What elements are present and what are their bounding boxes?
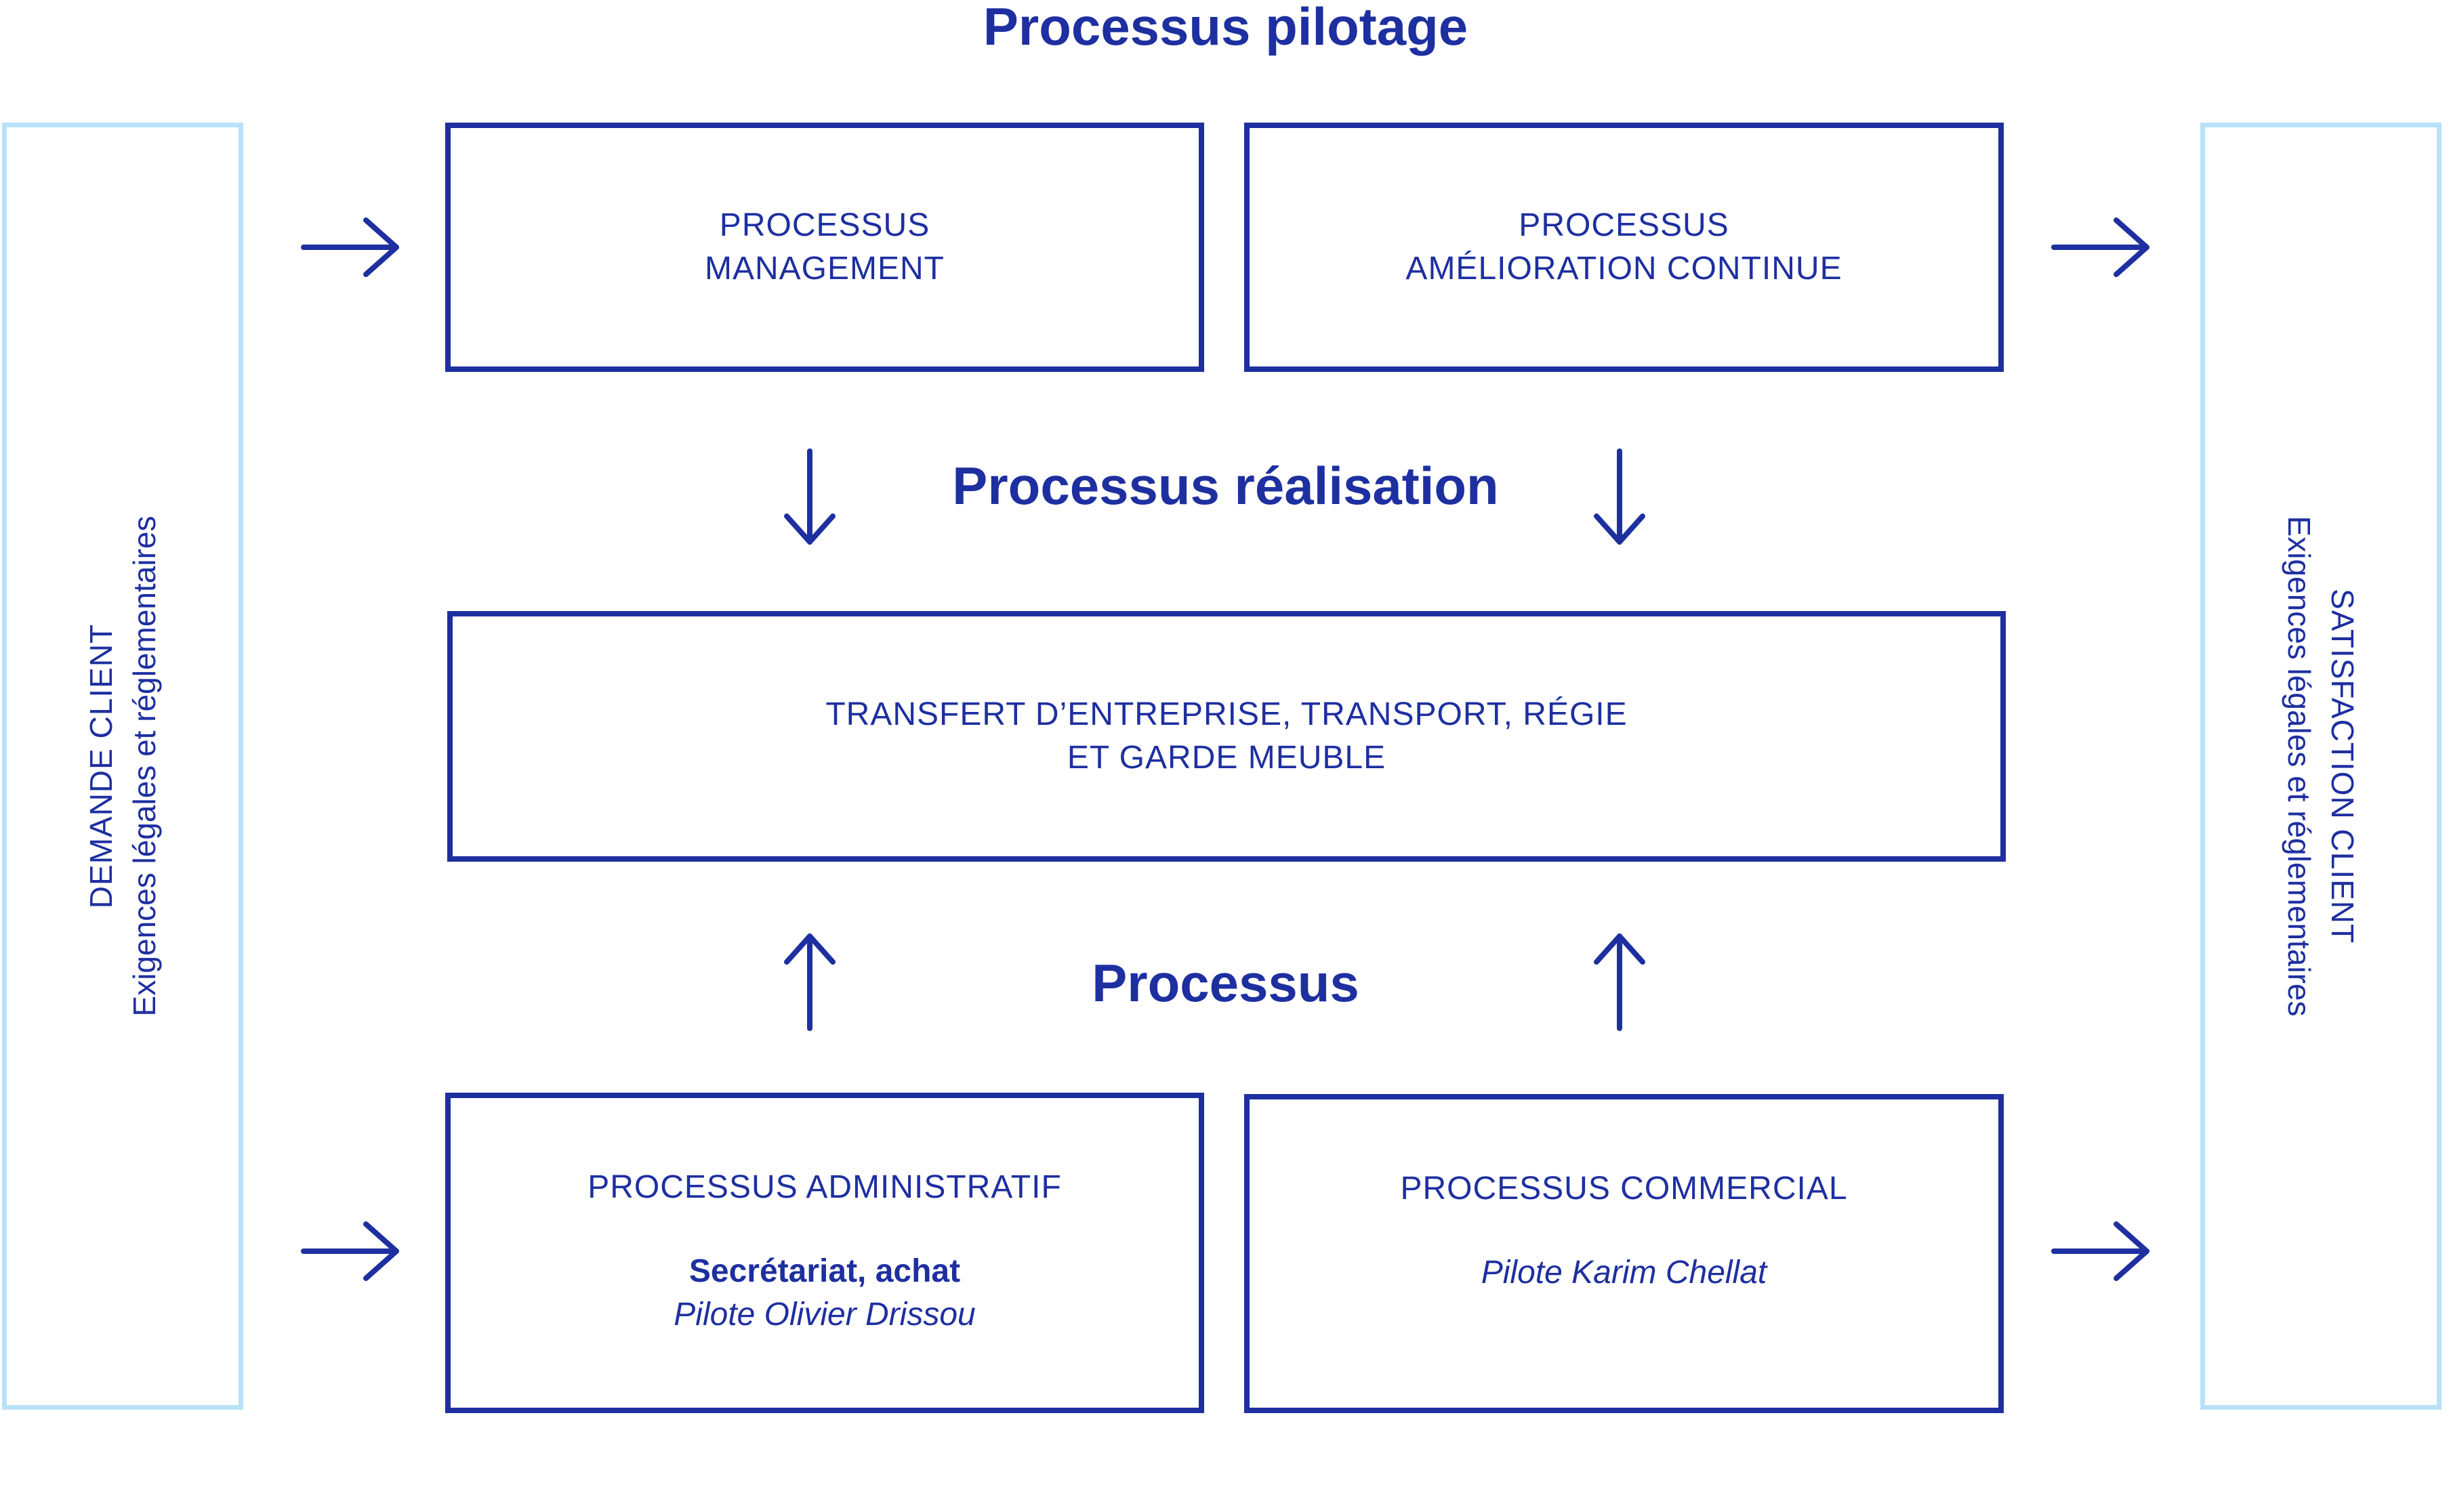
processus-transfert-line2: ET GARDE MEUBLE xyxy=(1067,740,1386,776)
demande-client-requirements: Exigences légales et réglementaires xyxy=(127,516,162,1017)
processus-management-line2: MANAGEMENT xyxy=(704,251,945,287)
processus-administratif-content: PROCESSUS ADMINISTRATIF Secrétariat, ach… xyxy=(451,1166,1199,1337)
processus-amelioration-line2: AMÉLIORATION CONTINUE xyxy=(1405,251,1842,287)
heading-processus-pilotage: Processus pilotage xyxy=(983,0,1468,56)
heading-processus-realisation: Processus réalisation xyxy=(952,456,1499,516)
processus-management-content: PROCESSUS MANAGEMENT xyxy=(451,204,1199,291)
processus-transfert-box: TRANSFERT D’ENTREPRISE, TRANSPORT, RÉGIE… xyxy=(447,611,2006,862)
demande-client-label: DEMANDE CLIENT xyxy=(83,623,119,909)
processus-management-box: PROCESSUS MANAGEMENT xyxy=(445,123,1204,372)
arrow-right-icon xyxy=(301,1221,399,1281)
processus-amelioration-content: PROCESSUS AMÉLIORATION CONTINUE xyxy=(1250,204,1998,291)
arrow-right-icon xyxy=(2051,1221,2149,1281)
satisfaction-client-label: SATISFACTION CLIENT xyxy=(2325,588,2360,944)
satisfaction-client-panel: SATISFACTION CLIENT Exigences légales et… xyxy=(2200,123,2442,1410)
processus-transfert-line1: TRANSFERT D’ENTREPRISE, TRANSPORT, RÉGIE xyxy=(825,696,1628,732)
processus-amelioration-box: PROCESSUS AMÉLIORATION CONTINUE xyxy=(1244,123,2004,372)
arrow-right-icon xyxy=(301,217,399,277)
processus-administratif-pilot: Pilote Olivier Drissou xyxy=(674,1297,976,1332)
processus-administratif-subtitle: Secrétariat, achat xyxy=(688,1253,961,1289)
processus-administratif-box: PROCESSUS ADMINISTRATIF Secrétariat, ach… xyxy=(445,1093,1204,1413)
processus-administratif-title: PROCESSUS ADMINISTRATIF xyxy=(588,1169,1062,1205)
satisfaction-client-requirements: Exigences légales et réglementaires xyxy=(2282,516,2317,1017)
processus-transfert-content: TRANSFERT D’ENTREPRISE, TRANSPORT, RÉGIE… xyxy=(453,693,2000,780)
processus-management-line1: PROCESSUS xyxy=(719,207,930,243)
demande-client-panel: DEMANDE CLIENT Exigences légales et régl… xyxy=(2,123,243,1410)
arrow-right-icon xyxy=(2051,217,2149,277)
processus-amelioration-line1: PROCESSUS xyxy=(1519,207,1729,243)
processus-commercial-box: PROCESSUS COMMERCIAL Pilote Karim Chella… xyxy=(1244,1094,2004,1413)
demande-client-text: DEMANDE CLIENT Exigences légales et régl… xyxy=(79,516,166,1017)
heading-processus-support: Processus xyxy=(1092,953,1359,1013)
processus-commercial-title: PROCESSUS COMMERCIAL xyxy=(1400,1171,1848,1206)
satisfaction-client-text: SATISFACTION CLIENT Exigences légales et… xyxy=(2278,516,2364,1017)
processus-commercial-content: PROCESSUS COMMERCIAL Pilote Karim Chella… xyxy=(1250,1167,1998,1295)
processus-commercial-pilot: Pilote Karim Chellat xyxy=(1481,1255,1767,1290)
